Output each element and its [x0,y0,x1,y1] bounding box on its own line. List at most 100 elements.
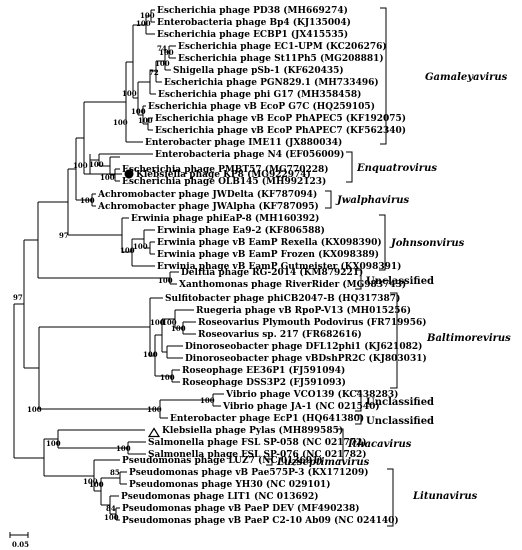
bootstrap-value: 100 [113,118,128,127]
bracket-jwalphavirus [325,190,332,209]
bootstrap-value: 100 [46,439,61,448]
scale-bar-line [9,532,29,538]
bootstrap-value: 100 [138,116,153,125]
taxon-label: Achromobacter phage JWAlpha (KF787095) [97,201,319,212]
taxon-label: Erwinia phage vB EamP Rexella (KX098390) [157,237,382,248]
taxon-label: Vibrio phage JA-1 (NC 021540) [222,401,380,412]
bracket-unclassified-1 [355,269,362,290]
bootstrap-value: 100 [162,318,177,327]
bootstrap-value: 85 [110,468,120,477]
bootstrap-value: 100 [136,19,151,28]
tip-labels: Escherichia phage PD38 (MH669274) Entero… [97,5,427,526]
bootstrap-value: 100 [200,396,215,405]
taxon-label: Delftia phage RG-2014 (KM879221) [181,267,363,278]
bootstrap-value: 100 [122,89,137,98]
bootstrap-value: 100 [73,161,88,170]
bootstrap-value: 100 [171,324,186,333]
taxon-label: Pseudomonas phage vB PaeP C2-10 Ab09 (NC… [122,515,399,526]
scale-bar-label: 0.05 [12,540,29,549]
bootstrap-value: 100 [140,11,155,20]
clade-brackets: Gamaleyavirus Enquatrovirus Jwalphavirus… [266,7,511,527]
bootstrap-value: 100 [120,246,135,255]
clade-label-ithacavirus: Ithacavirus [347,439,412,450]
taxon-label: Salmonella phage FSL SP-076 (NC 021782) [148,449,367,460]
clade-label-baltimorevirus: Baltimorevirus [426,333,511,344]
bracket-gamaleyavirus [380,7,387,145]
taxon-label: Enterobacteria phage N4 (EF056009) [155,149,344,160]
taxon-label: Klebsiella phage Pylas (MH899585) [162,425,343,436]
bootstrap-value: 72 [149,68,159,77]
tree-branches [13,9,224,521]
taxon-label: Sulfitobacter phage phiCB2047-B (HQ31738… [165,293,400,304]
bracket-baltimorevirus [390,292,398,389]
taxon-label: Dinoroseobacter phage vBDshPR2C (KJ80303… [185,353,427,364]
taxon-label: Roseovarius sp. 217 (FR682616) [198,329,362,340]
taxon-label: Pseudomonas phage LIT1 (NC 013692) [121,491,319,502]
bootstrap-value: 100 [160,373,175,382]
taxon-label: Pseudomonas phage YH30 (NC 029101) [129,479,331,490]
taxon-label: Enterobacter phage EcP1 (HQ641380) [170,413,364,424]
bootstrap-value: 100 [27,405,42,414]
scale-bar: 0.05 [9,532,29,549]
bracket-unclassified-2 [355,390,362,412]
clade-label-litunavirus: Litunavirus [412,491,478,502]
bootstrap-value: 100 [131,107,146,116]
taxon-label: Erwinia phage phiEaP-8 (MH160392) [131,213,319,224]
bracket-unclassified-3 [355,414,362,425]
bootstrap-value: 97 [59,231,69,240]
bootstrap-value: 74 [157,44,167,53]
taxon-label: Escherichia phage OLB145 (MH992123) [122,176,326,187]
taxon-label: Escherichia phage vB EcoP PhAPEC5 (KF192… [155,113,406,124]
clade-label-luzseptimavirus: Luzseptimavirus [276,457,370,468]
bootstrap-value: 84 [106,504,116,513]
taxon-label: Escherichia phage PMBT57 (MG770228) [122,164,329,175]
clade-label-gamaleyavirus: Gamaleyavirus [425,72,508,83]
taxon-label: Enterobacter phage IME11 (JX880034) [145,137,342,148]
bootstrap-values: 100 100 100 74 100 72 100 100 100 100 10… [13,11,215,522]
clade-label-unclassified-3: Unclassified [366,416,434,427]
bootstrap-value: 100 [150,318,165,327]
taxon-label: Achromobacter phage JWDelta (KF787094) [97,189,317,200]
bootstrap-value: 100 [89,480,104,489]
bootstrap-value: 100 [155,59,170,68]
taxon-label: Salmonella phage FSL SP-058 (NC 021772) [148,437,367,448]
taxon-label: Roseovarius Plymouth Podovirus (FR719956… [198,317,426,328]
clade-label-johnsonvirus: Johnsonvirus [389,238,465,249]
bootstrap-value: 100 [83,477,98,486]
clade-label-jwalphavirus: Jwalphavirus [335,195,410,206]
taxon-label: Escherichia phage vB EcoP PhAPEC7 (KF562… [155,125,406,136]
clade-label-unclassified-1: Unclassified [366,276,434,287]
taxon-label: Ruegeria phage vB RpoP-V13 (MH015256) [196,305,411,316]
taxon-label: Escherichia phage PD38 (MH669274) [157,5,348,16]
taxon-label: Vibrio phage VCO139 (KC438283) [225,389,398,400]
bracket-litunavirus [387,468,394,527]
taxon-label: Pseudomonas phage vB PaeP DEV (MF490238) [122,503,360,514]
bootstrap-value: 100 [80,196,95,205]
clade-label-enquatrovirus: Enquatrovirus [356,163,437,174]
bracket-enquatrovirus [346,151,353,183]
taxon-label: Escherichia phage St11Ph5 (MG208881) [178,53,384,64]
taxon-label: Escherichia phage ECBP1 (JX415535) [157,29,348,40]
bracket-ithacavirus [337,428,344,461]
bootstrap-value: 100 [143,350,158,359]
taxon-label: Klebsiella phage KP8 (MG922974) [136,169,311,180]
taxon-label: Pseudomonas phage LUZ7 (NC 013691) [122,455,323,466]
taxon-label: Erwinia phage vB EamP Frozen (KX098389) [157,249,379,260]
bootstrap-value: 100 [133,242,148,251]
bootstrap-value: 100 [116,444,131,453]
bootstrap-value: 100 [147,405,162,414]
taxon-label: Roseophage EE36P1 (FJ591094) [182,365,345,376]
taxon-label: Enterobacteria phage Bp4 (KJ135004) [157,17,351,28]
bootstrap-value: 100 [158,276,173,285]
bootstrap-value: 100 [159,48,174,57]
taxon-label: Erwinia phage Ea9-2 (KF806588) [157,225,325,236]
taxon-label: Escherichia phage EC1-UPM (KC206276) [178,41,387,52]
taxon-label: Escherichia phage vB EcoP G7C (HQ259105) [148,101,375,112]
bootstrap-value: 97 [13,293,23,302]
bracket-johnsonvirus [379,214,386,271]
taxon-label: Erwinia phage vB EamP Gutmeister (KX0983… [157,261,401,272]
triangle-marker [147,427,161,438]
bootstrap-value: 100 [100,173,115,182]
taxon-label: Shigella phage pSb-1 (KF620435) [173,65,344,76]
